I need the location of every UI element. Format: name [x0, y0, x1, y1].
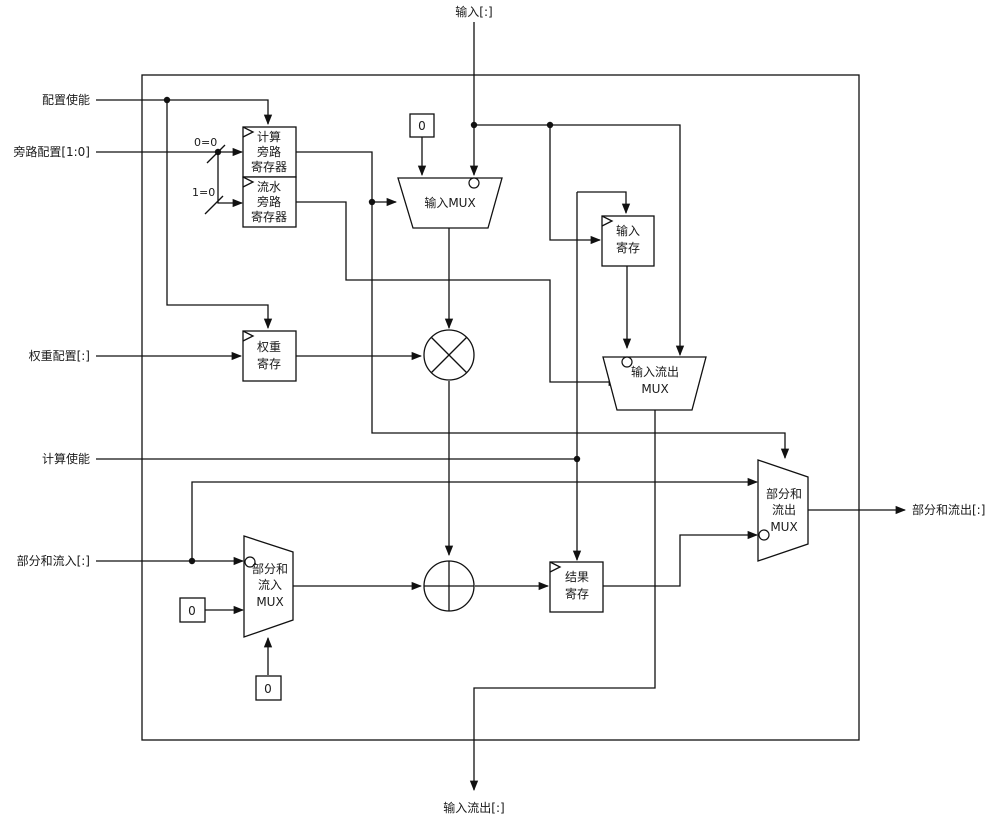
psum-mux-const-a-value: 0 [188, 604, 196, 618]
input-reg-line2: 寄存 [616, 240, 640, 255]
config-enable-label: 配置使能 [42, 92, 90, 107]
pipeline-bypass-reg-line1: 流水 [257, 180, 281, 194]
result-register: 结果 寄存 [549, 561, 604, 613]
input-out-mux-line2: MUX [641, 382, 668, 396]
input-out-mux-line1: 输入流出 [631, 364, 679, 379]
psum-out-mux: 部分和 流出 MUX [757, 459, 809, 562]
input-top-label: 输入[:] [455, 4, 492, 19]
junctions [163, 96, 581, 565]
input-mux-label: 输入MUX [424, 195, 475, 210]
psum-mux-const-a: 0 [179, 597, 206, 623]
weight-reg-line1: 权重 [257, 340, 281, 354]
psum-out-label: 部分和流出[:] [912, 502, 985, 517]
psum-in-mux-line1: 部分和 [252, 561, 288, 576]
weight-register: 权重 寄存 [242, 330, 297, 382]
psum-in-label: 部分和流入[:] [17, 553, 90, 568]
input-mux-const-value: 0 [418, 119, 426, 133]
input-reg-line1: 输入 [616, 223, 640, 238]
pipeline-bypass-reg-line3: 寄存器 [251, 209, 287, 224]
psum-out-mux-line1: 部分和 [766, 486, 802, 501]
input-register: 输入 寄存 [601, 215, 655, 267]
pipeline-bypass-reg-line2: 旁路 [257, 194, 281, 209]
psum-in-mux-line2: 流入 [258, 578, 282, 592]
weight-reg-line2: 寄存 [257, 356, 281, 371]
compute-bypass-register: 计算 旁路 寄存器 [242, 126, 297, 178]
adder-icon [423, 560, 475, 612]
pe-boundary [141, 74, 860, 741]
psum-mux-const-b-value: 0 [264, 682, 272, 696]
result-reg-line1: 结果 [565, 570, 589, 584]
compute-bypass-reg-line1: 计算 [257, 129, 281, 144]
input-mux-const: 0 [409, 113, 435, 138]
input-out-mux: 输入流出 MUX [602, 356, 707, 411]
input-out-label: 输入流出[:] [443, 800, 504, 815]
psum-in-mux-line3: MUX [256, 595, 283, 609]
weight-config-label: 权重配置[:] [29, 349, 90, 363]
bypass-bit0-label: 0=0 [194, 136, 217, 149]
bypass-config-label: 旁路配置[1:0] [13, 144, 90, 159]
psum-in-mux: 部分和 流入 MUX [243, 535, 294, 638]
compute-bypass-reg-line3: 寄存器 [251, 159, 287, 174]
result-reg-line2: 寄存 [565, 586, 589, 601]
wires [96, 22, 907, 792]
input-mux: 输入MUX [397, 177, 503, 229]
psum-out-mux-line2: 流出 [772, 503, 796, 517]
multiplier-icon [423, 329, 475, 381]
compute-enable-label: 计算使能 [42, 451, 90, 466]
pipeline-bypass-register: 流水 旁路 寄存器 [242, 176, 297, 228]
psum-mux-const-b: 0 [255, 675, 282, 701]
compute-bypass-reg-line2: 旁路 [257, 144, 281, 159]
psum-out-mux-line3: MUX [770, 520, 797, 534]
bypass-bit1-label: 1=0 [192, 186, 215, 199]
